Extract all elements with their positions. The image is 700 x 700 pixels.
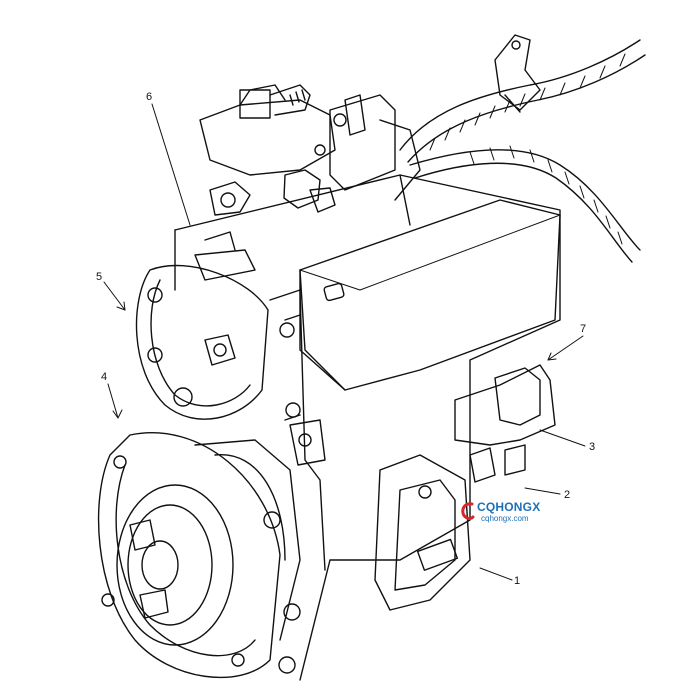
valve-block-top: [199, 84, 421, 216]
callout-3: 3: [589, 441, 596, 453]
leader-7: [547, 335, 584, 361]
callout-7: 7: [580, 323, 587, 335]
leader-1: [479, 567, 513, 581]
leader-lines: [103, 103, 586, 581]
callout-6: 6: [146, 91, 153, 103]
callout-5: 5: [96, 271, 103, 283]
watermark: CQHONGX cqhongx.com: [461, 500, 571, 530]
round-cover: [135, 231, 269, 420]
leader-4: [107, 383, 119, 419]
leader-5: [103, 281, 126, 311]
watermark-url: cqhongx.com: [481, 514, 529, 523]
pump-housing: [174, 174, 561, 681]
brand-logo-icon: [461, 502, 475, 520]
callout-4: 4: [101, 371, 108, 383]
braided-hose: [399, 34, 646, 263]
leader-2: [524, 487, 561, 495]
leader-6: [151, 103, 191, 226]
callout-2: 2: [564, 489, 571, 501]
watermark-brand: CQHONGX: [477, 500, 541, 514]
callout-1: 1: [514, 575, 521, 587]
leader-3: [539, 429, 586, 447]
mounting-flange: [97, 432, 301, 679]
